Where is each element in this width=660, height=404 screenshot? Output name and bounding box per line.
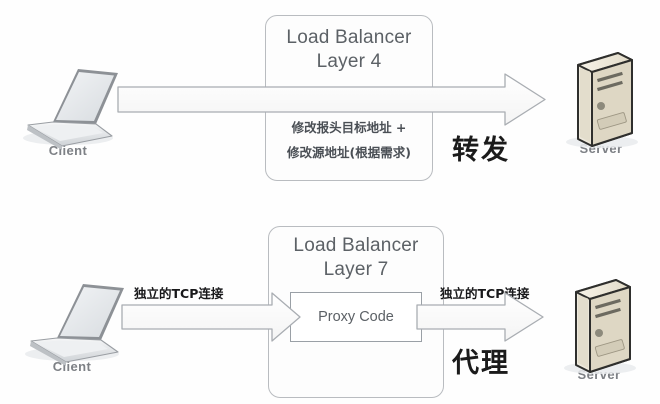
mode-label-proxy: 代理	[452, 348, 510, 379]
proxy-code-label: Proxy Code	[318, 309, 394, 325]
l4-note-line-1: 修改报头目标地址 +	[291, 120, 407, 135]
load-balancer-l4-title: Load Balancer Layer 4	[286, 27, 412, 72]
l4-note-line-2: 修改源地址(根据需求)	[287, 145, 411, 160]
proxy-code-box: Proxy Code	[290, 292, 422, 342]
client-laptop-icon-top	[23, 69, 118, 150]
left-tcp-link-label: 独立的TCP连接	[134, 286, 224, 301]
bottom-right-arrow	[416, 292, 544, 342]
bottom-left-arrow	[121, 292, 301, 342]
client-laptop-icon-bottom	[25, 284, 124, 366]
load-balancer-l7-title: Load Balancer Layer 7	[293, 235, 419, 280]
server-tower-icon-top	[566, 52, 638, 148]
top-flow-arrow	[117, 73, 546, 126]
server-tower-icon-bottom	[564, 279, 636, 374]
mode-label-forward: 转发	[452, 135, 510, 166]
